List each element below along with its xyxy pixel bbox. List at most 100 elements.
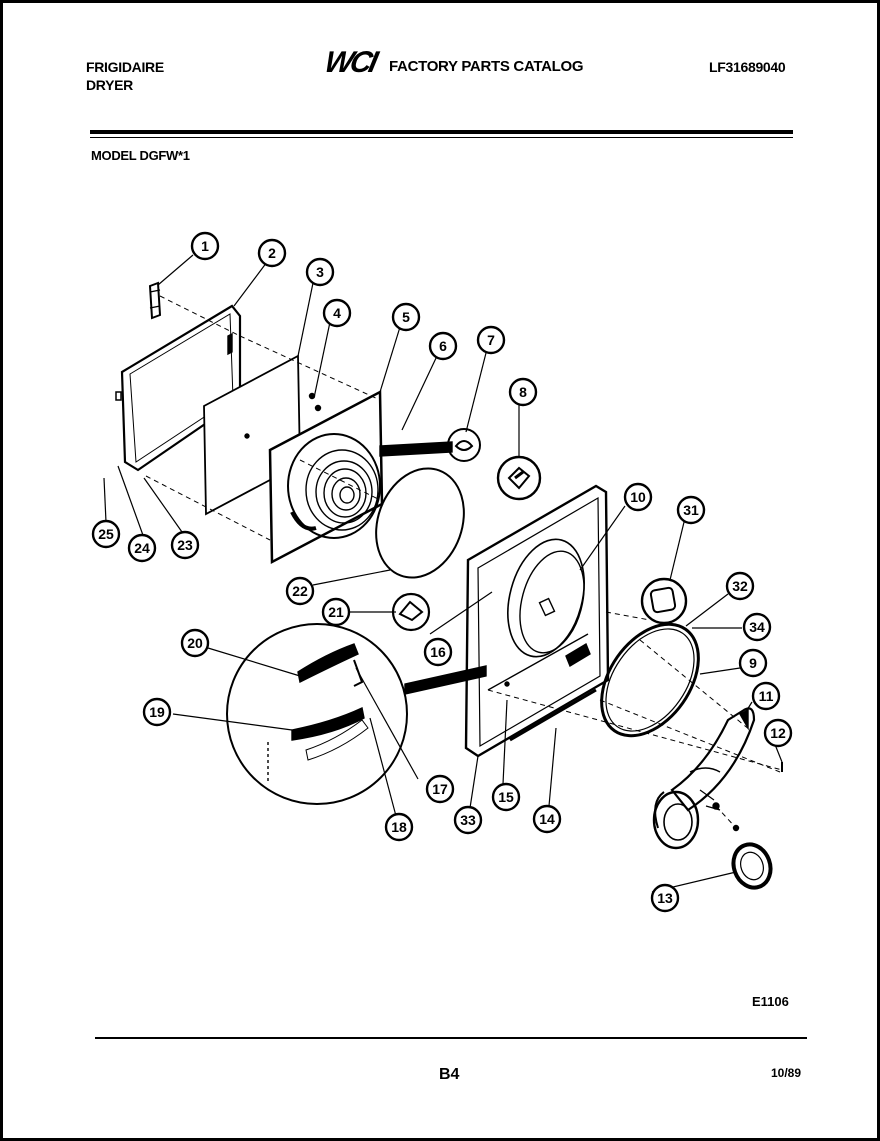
callout-circle [180, 628, 210, 658]
callout-number: 23 [177, 537, 193, 553]
callout-20: 20 [180, 628, 210, 658]
callout-33: 33 [453, 805, 483, 835]
callout-number: 15 [498, 789, 514, 805]
callout-8: 8 [508, 377, 538, 407]
callout-circle [142, 697, 172, 727]
callout-2: 2 [257, 238, 287, 268]
part-blower-housing [652, 707, 783, 850]
product-type: DRYER [86, 77, 133, 93]
callout-circle [391, 302, 421, 332]
callout-number: 12 [770, 725, 786, 741]
callout-circle [257, 238, 287, 268]
page-number: B4 [439, 1066, 460, 1083]
callout-circle [384, 812, 414, 842]
callout-16: 16 [423, 637, 453, 667]
callout-1: 1 [190, 231, 220, 261]
callout-11: 11 [751, 681, 781, 711]
callout-circle [476, 325, 506, 355]
callout-circle [170, 530, 200, 560]
callout-34: 34 [742, 612, 772, 642]
callout-23: 23 [170, 530, 200, 560]
callout-14: 14 [532, 804, 562, 834]
callout-circle [321, 597, 351, 627]
callout-3: 3 [305, 257, 335, 287]
callout-number: 18 [391, 819, 407, 835]
callout-number: 31 [683, 502, 699, 518]
part-bulkhead-ring [600, 622, 700, 738]
callout-circle [623, 482, 653, 512]
callout-number: 2 [268, 245, 276, 261]
model-label: MODEL DGFW*1 [91, 148, 190, 163]
callout-24: 24 [127, 533, 157, 563]
callout-13: 13 [650, 883, 680, 913]
callout-number: 8 [519, 384, 527, 400]
callout-number: 10 [630, 489, 646, 505]
callout-number: 25 [98, 526, 114, 542]
callout-circle [491, 782, 521, 812]
callout-6: 6 [428, 331, 458, 361]
callout-19: 19 [142, 697, 172, 727]
callout-number: 21 [328, 604, 344, 620]
catalog-date: 10/89 [771, 1066, 802, 1080]
callout-circle [425, 774, 455, 804]
callout-number: 5 [402, 309, 410, 325]
callout-circle [190, 231, 220, 261]
part-hinge-pin [148, 281, 162, 320]
callout-number: 3 [316, 264, 324, 280]
callout-number: 14 [539, 811, 555, 827]
callout-number: 7 [487, 332, 495, 348]
callout-number: 19 [149, 704, 165, 720]
callout-25: 25 [91, 519, 121, 549]
callout-number: 6 [439, 338, 447, 354]
callout-5: 5 [391, 302, 421, 332]
footer-rule [95, 1037, 807, 1039]
brand-name: FRIGIDAIRE [86, 59, 164, 75]
callout-number: 33 [460, 812, 476, 828]
callout-18: 18 [384, 812, 414, 842]
catalog-id: LF31689040 [709, 59, 786, 75]
callout-circle [650, 883, 680, 913]
catalog-title: FACTORY PARTS CATALOG [389, 58, 584, 75]
callout-number: 11 [759, 688, 774, 704]
callout-circle [725, 571, 755, 601]
callout-number: 4 [333, 305, 341, 321]
callout-circle [428, 331, 458, 361]
callout-22: 22 [285, 576, 315, 606]
callout-number: 32 [732, 578, 748, 594]
callout-circle [738, 648, 768, 678]
callout-15: 15 [491, 782, 521, 812]
callout-circle [423, 637, 453, 667]
callout-circle [763, 718, 793, 748]
callout-circle [676, 495, 706, 525]
callout-circle [751, 681, 781, 711]
callout-32: 32 [725, 571, 755, 601]
callout-21: 21 [321, 597, 351, 627]
callout-number: 16 [430, 644, 446, 660]
part-cabinet-front [464, 484, 610, 758]
callout-circle [532, 804, 562, 834]
diagram-code: E1106 [752, 994, 789, 1009]
callout-circle [322, 298, 352, 328]
callout-4: 4 [322, 298, 352, 328]
callout-17: 17 [425, 774, 455, 804]
callout-circle [508, 377, 538, 407]
callout-number: 17 [432, 781, 448, 797]
callout-circle [305, 257, 335, 287]
callout-9: 9 [738, 648, 768, 678]
header-rule-thin [90, 137, 793, 138]
callout-31: 31 [676, 495, 706, 525]
callout-number: 22 [292, 583, 308, 599]
callout-circle [285, 576, 315, 606]
callout-circle [453, 805, 483, 835]
callout-number: 34 [749, 619, 765, 635]
header-rule [90, 130, 793, 134]
callout-circle [127, 533, 157, 563]
callout-number: 24 [134, 540, 150, 556]
callout-12: 12 [763, 718, 793, 748]
callout-7: 7 [476, 325, 506, 355]
callout-number: 9 [749, 655, 757, 671]
callout-number: 1 [201, 238, 209, 254]
